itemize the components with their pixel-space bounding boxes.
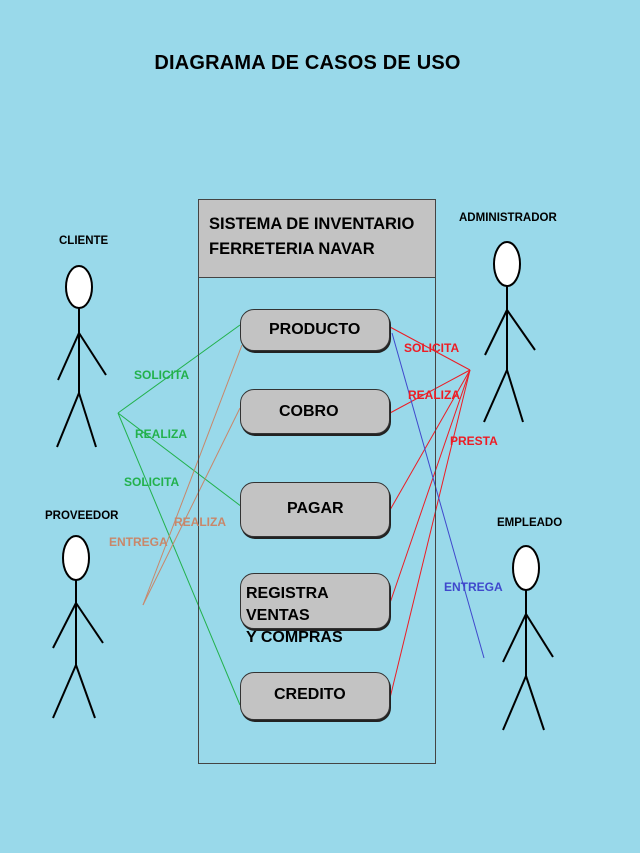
usecase-registra-label-1: REGISTRA VENTAS bbox=[246, 585, 329, 624]
usecase-registra-label-2: Y COMPRAS bbox=[246, 629, 343, 646]
rel-admin-solicita: SOLICITA bbox=[404, 341, 460, 355]
line-proveedor-cobro bbox=[142, 407, 241, 606]
usecase-credito-label: CREDITO bbox=[274, 686, 346, 703]
line-cliente-credito bbox=[117, 412, 241, 706]
actor-empleado-figure bbox=[502, 545, 554, 731]
rel-empleado-entrega: ENTREGA bbox=[444, 580, 503, 594]
usecase-producto[interactable]: PRODUCTO bbox=[240, 309, 390, 351]
rel-cliente-solicita-2: SOLICITA bbox=[124, 475, 180, 489]
usecase-registra-ventas-compras[interactable]: REGISTRA VENTAS Y COMPRAS bbox=[240, 573, 390, 646]
line-cliente-producto bbox=[117, 324, 241, 414]
usecase-credito[interactable]: CREDITO bbox=[240, 672, 390, 720]
usecase-cobro-label: COBRO bbox=[279, 403, 339, 420]
actor-cliente-label: CLIENTE bbox=[59, 235, 109, 247]
rel-admin-presta: PRESTA bbox=[450, 434, 498, 448]
actor-proveedor-figure bbox=[52, 535, 104, 719]
line-admin-credito bbox=[389, 369, 471, 699]
usecase-pagar[interactable]: PAGAR bbox=[240, 482, 390, 537]
actor-empleado-label: EMPLEADO bbox=[497, 517, 563, 529]
system-name-line2: FERRETERIA NAVAR bbox=[209, 240, 375, 258]
system-boundary: SISTEMA DE INVENTARIO FERRETERIA NAVAR bbox=[198, 199, 436, 764]
usecase-cobro[interactable]: COBRO bbox=[240, 389, 390, 434]
line-empleado-producto bbox=[391, 332, 485, 659]
rel-cliente-realiza: REALIZA bbox=[135, 427, 187, 441]
usecase-pagar-label: PAGAR bbox=[287, 500, 344, 517]
line-admin-producto bbox=[389, 326, 471, 371]
system-name-line1: SISTEMA DE INVENTARIO bbox=[209, 215, 415, 233]
actor-cliente-figure bbox=[56, 265, 107, 448]
actor-administrador-figure bbox=[483, 241, 536, 423]
rel-proveedor-realiza: REALIZA bbox=[174, 515, 226, 529]
actor-administrador-label: ADMINISTRADOR bbox=[459, 212, 557, 224]
rel-admin-realiza: REALIZA bbox=[408, 388, 460, 402]
diagram-title: DIAGRAMA DE CASOS DE USO bbox=[154, 52, 461, 74]
line-proveedor-producto bbox=[142, 344, 243, 606]
actor-proveedor-label: PROVEEDOR bbox=[45, 510, 119, 522]
rel-proveedor-entrega: ENTREGA bbox=[109, 535, 168, 549]
line-admin-registra bbox=[389, 369, 471, 604]
usecase-producto-label: PRODUCTO bbox=[269, 321, 361, 338]
line-admin-cobro bbox=[389, 369, 471, 414]
rel-cliente-solicita-1: SOLICITA bbox=[134, 368, 190, 382]
line-admin-pagar bbox=[389, 369, 471, 511]
system-header: SISTEMA DE INVENTARIO FERRETERIA NAVAR bbox=[199, 200, 435, 278]
